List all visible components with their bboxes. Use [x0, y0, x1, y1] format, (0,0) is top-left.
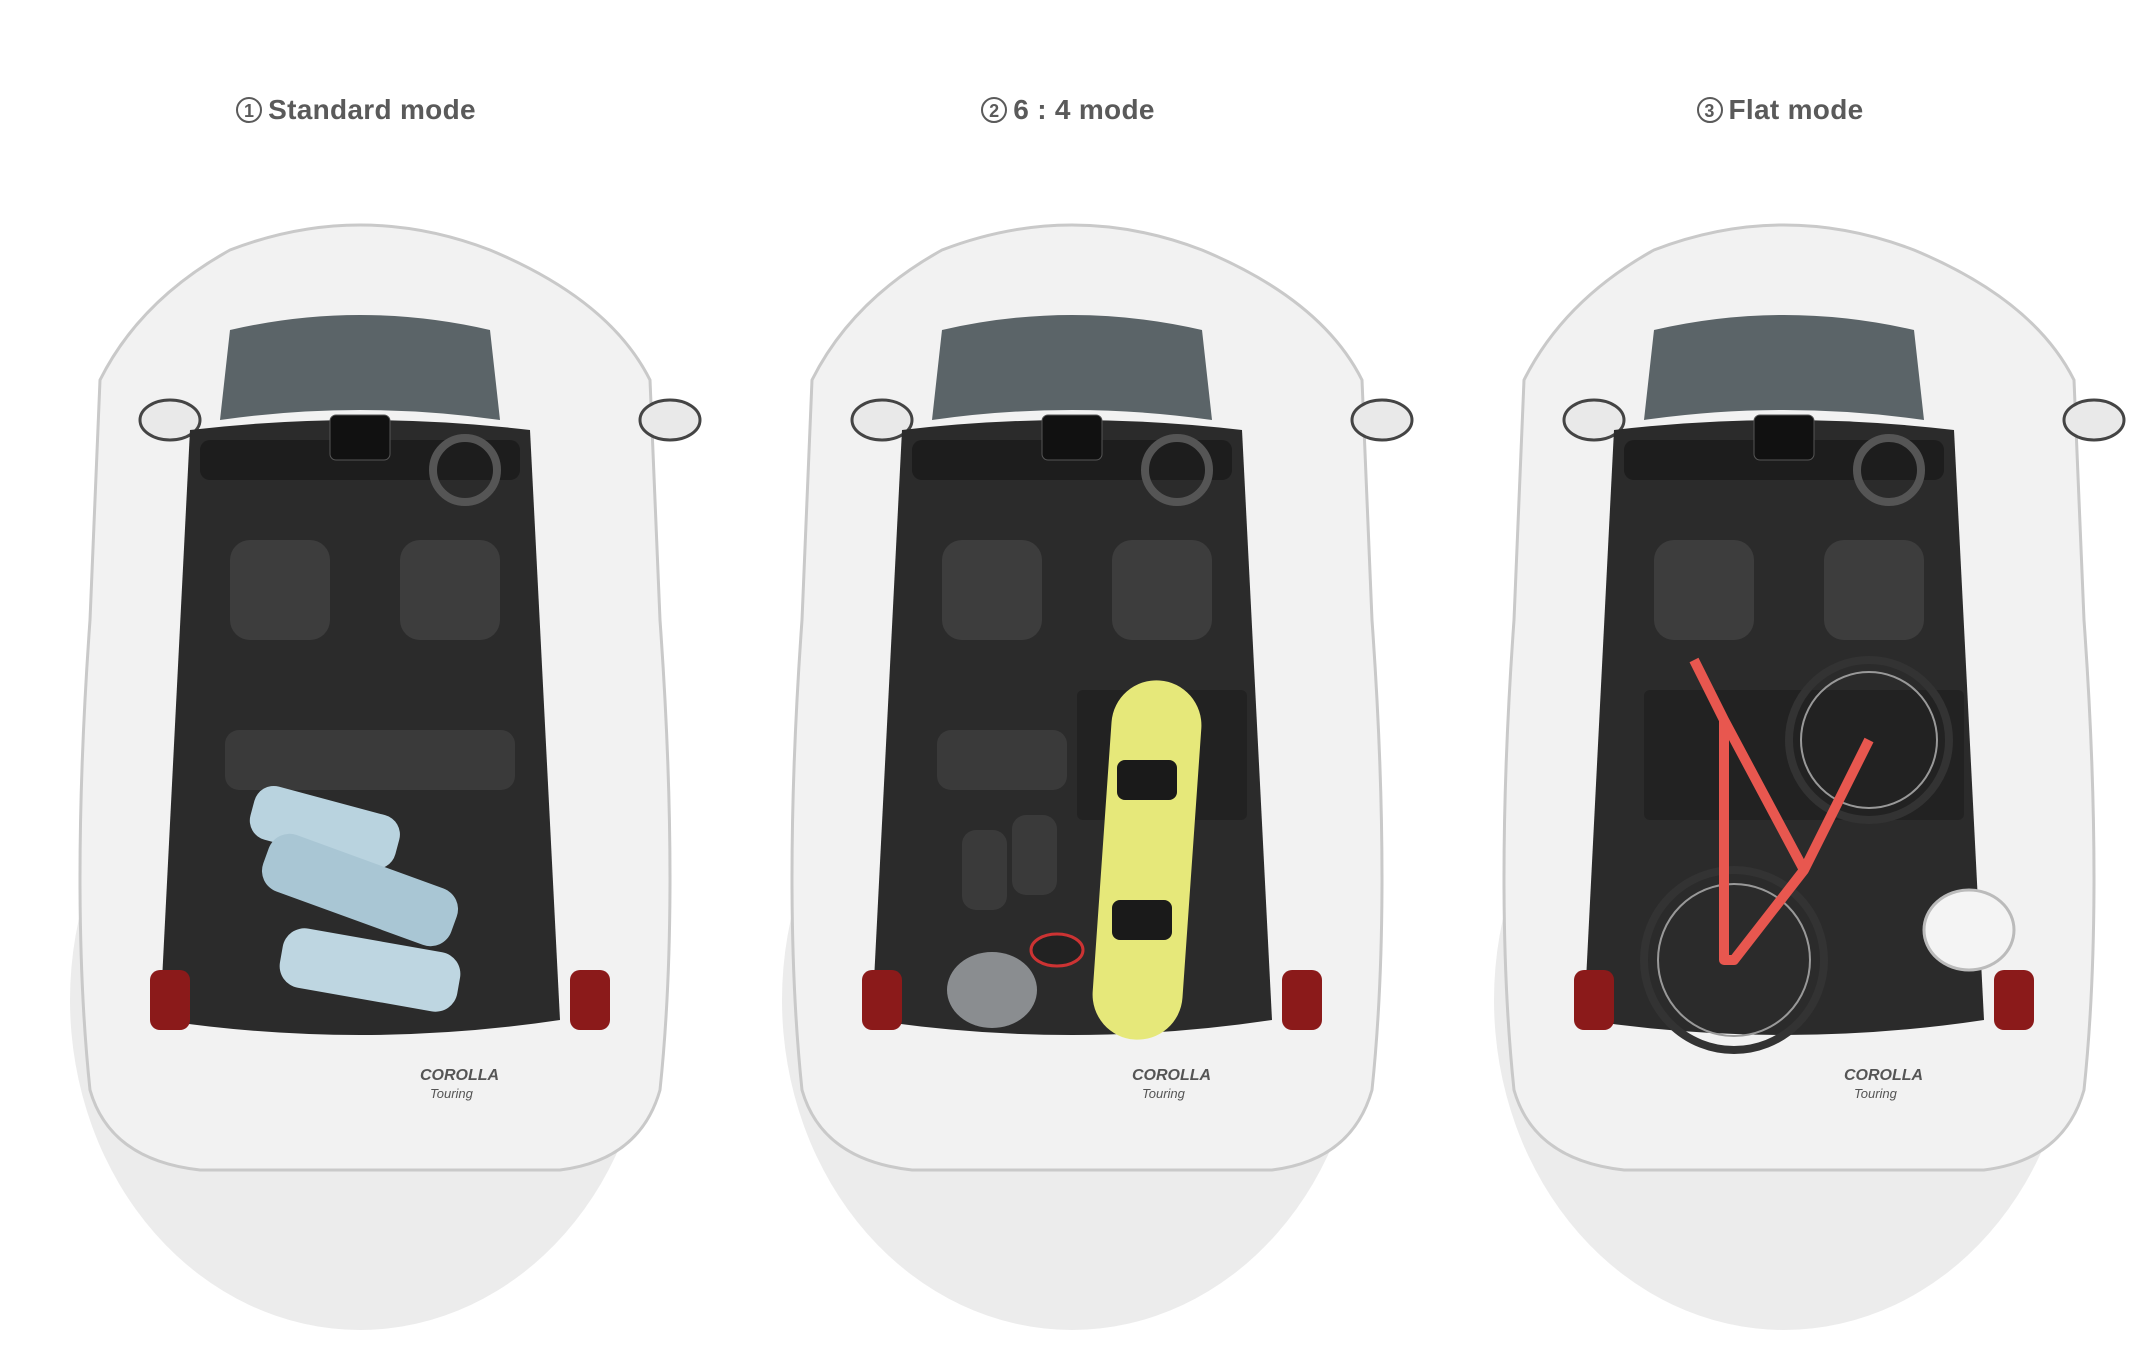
goggles [1029, 932, 1085, 968]
left-mirror [1562, 398, 1626, 442]
right-mirror [2062, 398, 2126, 442]
caption-label: Standard mode [268, 94, 476, 125]
boot [1012, 815, 1057, 895]
bike-helmet [1922, 888, 2016, 972]
steering-wheel [429, 434, 501, 506]
steering-wheel [1141, 434, 1213, 506]
snowboard-binding [1117, 760, 1177, 800]
tail-light-left [1574, 970, 1614, 1030]
model-sub-badge: Touring [1142, 1086, 1186, 1101]
golf-bag [261, 833, 459, 947]
caption-number: 1 [236, 97, 263, 123]
car-top-view: COROLLA Touring [782, 223, 1414, 1330]
bike-rear-wheel [1640, 866, 1828, 1054]
front-seat-left [942, 540, 1042, 640]
bike-frame [1689, 657, 1874, 965]
front-seat-left [1654, 540, 1754, 640]
steering-wheel [1853, 434, 1925, 506]
helmet [947, 952, 1037, 1028]
tail-light-left [150, 970, 190, 1030]
caption-label: Flat mode [1728, 94, 1864, 125]
model-badge: COROLLA [1132, 1067, 1211, 1084]
caption-number: 2 [981, 97, 1008, 123]
windshield [220, 315, 500, 420]
tail-light-left [862, 970, 902, 1030]
rear-seat-left [937, 730, 1067, 790]
right-mirror [1350, 398, 1414, 442]
left-mirror [138, 398, 202, 442]
windshield [932, 315, 1212, 420]
center-screen [1041, 414, 1103, 461]
golf-bag [249, 786, 400, 869]
windshield [1644, 315, 1924, 420]
caption-number: 3 [1696, 97, 1723, 123]
model-sub-badge: Touring [1854, 1086, 1898, 1101]
left-mirror [850, 398, 914, 442]
snowboard-binding [1112, 900, 1172, 940]
tail-light-right [1994, 970, 2034, 1030]
bike-rear-spokes [1657, 883, 1811, 1037]
bike-front-wheel [1785, 656, 1953, 824]
front-seat-right [400, 540, 500, 640]
center-screen [329, 414, 391, 461]
model-sub-badge: Touring [430, 1086, 474, 1101]
tail-light-right [570, 970, 610, 1030]
car-top-view: COROLLA Touring [70, 223, 702, 1330]
caption-label: 6 : 4 mode [1013, 94, 1155, 125]
rear-seat [225, 730, 515, 790]
tail-light-right [1282, 970, 1322, 1030]
model-badge: COROLLA [420, 1067, 499, 1084]
center-screen [1753, 414, 1815, 461]
front-seat-right [1824, 540, 1924, 640]
golf-bag [279, 928, 461, 1012]
boot [962, 830, 1007, 910]
bike-front-spokes [1800, 671, 1938, 809]
right-mirror [638, 398, 702, 442]
model-badge: COROLLA [1844, 1067, 1923, 1084]
front-seat-right [1112, 540, 1212, 640]
front-seat-left [230, 540, 330, 640]
car-top-view: COROLLA Touring [1494, 223, 2126, 1330]
